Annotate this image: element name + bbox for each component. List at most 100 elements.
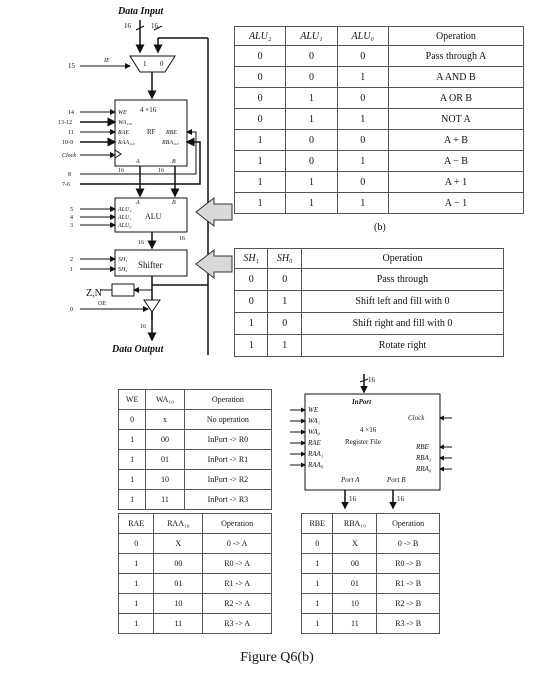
oe-signal-label: OE bbox=[98, 301, 106, 307]
shifter-block bbox=[114, 249, 188, 277]
table-cell: A + 1 bbox=[387, 171, 525, 193]
table-cell: R3 -> A bbox=[202, 613, 272, 634]
table-header: ALU₀ bbox=[336, 26, 389, 46]
table-cell: 1 bbox=[233, 129, 287, 151]
shifter-input-label: SH₁ bbox=[118, 257, 127, 263]
table-cell: R0 -> A bbox=[202, 553, 272, 574]
table-cell: 0 bbox=[233, 66, 287, 88]
clock-label: Clock bbox=[62, 153, 76, 159]
alu-label: ALU bbox=[145, 212, 162, 221]
table-cell: 1 bbox=[233, 334, 269, 357]
ie-signal-label: IE bbox=[103, 58, 110, 64]
table-cell: InPort -> R3 bbox=[183, 489, 273, 510]
figure-caption: Figure Q6(b) bbox=[240, 650, 314, 665]
rf-input-label: RAE bbox=[117, 130, 129, 136]
table-cell: 1 bbox=[233, 312, 269, 335]
table-cell: 0 bbox=[233, 290, 269, 313]
table-cell: 1 bbox=[233, 150, 287, 172]
control-signal-number: 2 bbox=[70, 257, 73, 263]
table-cell: NOT A bbox=[387, 108, 525, 130]
rf-port-b-label: B bbox=[172, 159, 176, 165]
table-cell: 11 bbox=[145, 489, 185, 510]
alu-pointer-arrow bbox=[195, 196, 233, 228]
control-signal-number: 0 bbox=[70, 307, 73, 313]
table-header-row: ALU₂ ALU₁ ALU₀ Operation bbox=[233, 26, 525, 46]
port-b-label: Port B bbox=[386, 476, 406, 484]
table-header: RAE bbox=[117, 513, 155, 534]
table-cell: 0 bbox=[336, 171, 389, 193]
table-cell: InPort -> R2 bbox=[183, 469, 273, 490]
table-header: WE bbox=[117, 389, 147, 410]
control-signal-number: 1 bbox=[70, 267, 73, 273]
table-cell: 0 bbox=[117, 409, 147, 430]
table-header: WA₁₀ bbox=[145, 389, 185, 410]
rf-port-a-label: A bbox=[135, 159, 140, 165]
table-cell: 1 bbox=[117, 489, 147, 510]
mux-label: 0 bbox=[160, 60, 164, 68]
table-cell: 11 bbox=[153, 613, 204, 634]
table-cell: 1 bbox=[336, 108, 389, 130]
input-mux bbox=[129, 55, 176, 73]
table-cell: 1 bbox=[285, 87, 338, 109]
table-cell: A OR B bbox=[387, 87, 525, 109]
table-cell: 1 bbox=[117, 613, 155, 634]
data-output-label: Data Output bbox=[111, 344, 165, 355]
control-signal-number: 14 bbox=[68, 110, 74, 116]
table-cell: 0 bbox=[285, 150, 338, 172]
table-cell: R1 -> B bbox=[376, 573, 440, 594]
table-cell: 00 bbox=[145, 429, 185, 450]
table-header: RAA₁₀ bbox=[153, 513, 204, 534]
table-header: Operation bbox=[376, 513, 440, 534]
control-signal-number: 5 bbox=[70, 207, 73, 213]
table-cell: 0 bbox=[233, 268, 269, 291]
table-cell: InPort -> R1 bbox=[183, 449, 273, 470]
control-signal-number: 11 bbox=[68, 130, 74, 136]
table-header-row: RAE RAA₁₀ Operation bbox=[117, 513, 272, 534]
table-cell: 1 bbox=[300, 593, 334, 614]
alu-input-label: ALU₂ bbox=[117, 207, 131, 213]
rf-right-input-label: RBA₀ bbox=[415, 465, 432, 473]
table-cell: 01 bbox=[332, 573, 378, 594]
control-signal-number: 3 bbox=[70, 223, 73, 229]
table-cell: A AND B bbox=[387, 66, 525, 88]
table-cell: 1 bbox=[300, 613, 334, 634]
rf-input-label: RAA₁ bbox=[307, 450, 323, 458]
rf-input-label: WA₁ bbox=[308, 417, 320, 425]
table-cell: A − B bbox=[387, 150, 525, 172]
shifter-input-label: SH₀ bbox=[118, 267, 127, 273]
table-cell: 1 bbox=[267, 290, 302, 313]
table-cell: 0 bbox=[285, 129, 338, 151]
table-cell: Shift right and fill with 0 bbox=[300, 312, 505, 335]
bus-width-label: 16 bbox=[118, 168, 124, 174]
shifter-label: Shifter bbox=[138, 260, 163, 270]
table-header: Operation bbox=[300, 248, 505, 269]
rf-label: RF bbox=[147, 128, 156, 136]
table-cell: 0 bbox=[285, 66, 338, 88]
table-cell: Pass through bbox=[300, 268, 505, 291]
alu-input-label: ALU₀ bbox=[117, 223, 131, 229]
table-cell: 1 bbox=[285, 171, 338, 193]
table-cell: 1 bbox=[117, 553, 155, 574]
table-cell: Rotate right bbox=[300, 334, 505, 357]
table-cell: 10 bbox=[332, 593, 378, 614]
control-signal-number: 7-6 bbox=[62, 182, 70, 188]
bus-width-label: 16 bbox=[368, 376, 376, 384]
table-cell: 0 bbox=[336, 129, 389, 151]
table-cell: InPort -> R0 bbox=[183, 429, 273, 450]
bus-width-label: 16 bbox=[140, 324, 146, 330]
